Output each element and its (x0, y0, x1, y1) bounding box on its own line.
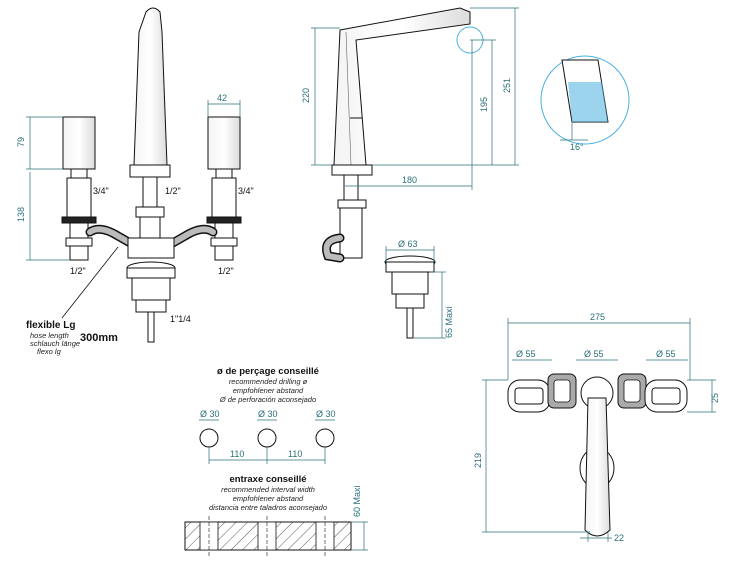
hose-line: flexo lg (37, 347, 62, 356)
dim-195: 195 (479, 97, 489, 112)
top-view (507, 373, 688, 537)
drill-holes (199, 419, 335, 464)
dim-180: 180 (402, 175, 417, 185)
thread-label: 3/4" (93, 186, 109, 196)
drilling-line: Ø de perforación aconsejado (219, 395, 316, 404)
drilling-title: ø de perçage conseillé (217, 366, 319, 377)
dim-63: Ø 63 (398, 239, 418, 249)
detail-view (540, 55, 630, 145)
dim-30: Ø 30 (258, 409, 278, 419)
interval-line: recommended interval width (221, 485, 315, 494)
thread-label: 1/2" (218, 266, 234, 276)
front-view (61, 7, 242, 343)
dim-30: Ø 30 (316, 409, 336, 419)
dim-275: 275 (590, 312, 605, 322)
drill-hole (315, 428, 335, 448)
dim-25: 25 (710, 393, 720, 403)
interval-line: empfohlener abstand (233, 494, 304, 503)
thread-label: 1/2" (70, 266, 86, 276)
right-handle (207, 116, 241, 170)
dim-55: Ø 55 (656, 349, 676, 359)
thread-label: 1/2" (165, 186, 181, 196)
thread-label: 3/4" (238, 186, 254, 196)
dim-220: 220 (301, 88, 311, 103)
hose-line: hose length (30, 331, 69, 340)
dim-55: Ø 55 (516, 349, 536, 359)
dim-110: 110 (230, 449, 244, 459)
dim-30: Ø 30 (200, 409, 220, 419)
dim-42: 42 (217, 93, 227, 103)
dim-65max: 65 Maxi (444, 306, 454, 338)
drilling-line: empfohlener abstand (233, 386, 304, 395)
dim-79: 79 (16, 137, 26, 147)
dim-251: 251 (502, 78, 512, 93)
dim-110: 110 (288, 449, 302, 459)
top-dimensions (482, 318, 716, 542)
drill-hole (257, 428, 277, 448)
dim-angle: 16° (570, 142, 584, 152)
side-view (322, 7, 484, 263)
drill-hole (199, 428, 219, 448)
interval-line: distancia entre taladros aconsejado (209, 503, 327, 512)
hose-title: flexible Lg (26, 320, 75, 331)
spout-front (133, 7, 168, 166)
front-dimensions (26, 100, 241, 261)
hose-length: 300mm (80, 332, 118, 344)
hose-line: schlauch länge (30, 339, 80, 348)
spout-side (333, 7, 471, 166)
side-dimensions (311, 7, 519, 190)
dim-219: 219 (473, 453, 483, 468)
dim-60max: 60 Maxi (352, 485, 362, 517)
thread-label: 1"1/4 (170, 314, 191, 324)
top-spout (584, 397, 611, 537)
dim-55: Ø 55 (584, 349, 604, 359)
dim-22: 22 (614, 533, 624, 543)
waste-view (384, 246, 446, 339)
counter-section (184, 516, 368, 556)
drilling-line: recommended drilling ø (229, 377, 308, 386)
dim-138: 138 (16, 207, 26, 222)
left-handle (62, 116, 96, 170)
interval-title: entraxe conseillé (229, 474, 306, 485)
